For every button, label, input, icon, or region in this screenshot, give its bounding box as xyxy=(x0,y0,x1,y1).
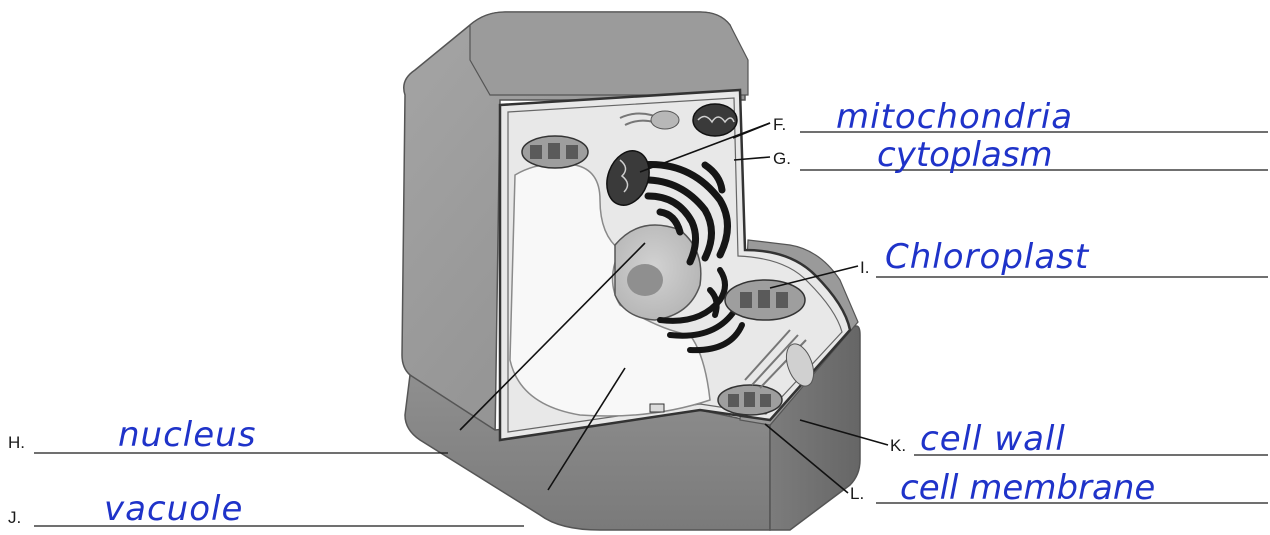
label-F: F. mitochondria xyxy=(773,97,1268,137)
cell-membrane-line xyxy=(507,97,843,433)
leader-J xyxy=(547,367,626,491)
label-J-letter: J. xyxy=(8,508,21,527)
chloroplast-bottom xyxy=(717,384,783,416)
label-H: H. nucleus xyxy=(8,415,448,455)
leader-I xyxy=(769,265,859,289)
leader-F-2 xyxy=(639,122,771,173)
label-G-letter: G. xyxy=(773,149,791,168)
leader-lines xyxy=(459,122,889,494)
label-G-answer: cytoplasm xyxy=(877,135,1053,175)
label-K: K. cell wall xyxy=(890,419,1268,459)
leader-K xyxy=(799,419,889,446)
peroxisome xyxy=(650,110,680,130)
label-I: I. Chloroplast xyxy=(860,237,1268,278)
label-L-answer: cell membrane xyxy=(900,468,1155,508)
label-J: J. vacuole xyxy=(8,489,524,529)
label-K-letter: K. xyxy=(890,436,906,455)
mitochondrion-left xyxy=(606,150,650,206)
label-L-letter: L. xyxy=(850,484,864,503)
label-F-answer: mitochondria xyxy=(836,97,1073,137)
label-G: G. cytoplasm xyxy=(773,135,1268,175)
plasmodesma xyxy=(649,403,665,413)
vesicle xyxy=(785,343,815,387)
label-H-letter: H. xyxy=(8,433,25,452)
label-I-answer: Chloroplast xyxy=(885,237,1090,277)
endoplasmic-reticulum-upper xyxy=(636,160,731,266)
leader-L xyxy=(764,423,849,494)
leader-G xyxy=(733,156,771,161)
label-I-letter: I. xyxy=(860,258,869,277)
cell-body xyxy=(401,11,861,531)
mitochondrion-top xyxy=(692,103,738,137)
label-L: L. cell membrane xyxy=(850,468,1268,508)
nucleolus xyxy=(627,264,663,296)
label-J-answer: vacuole xyxy=(104,489,243,529)
leader-H xyxy=(459,242,646,431)
nucleus xyxy=(614,224,702,321)
label-H-answer: nucleus xyxy=(118,415,256,455)
chloroplast-top-left xyxy=(521,135,589,169)
vacuole xyxy=(509,163,711,417)
label-F-letter: F. xyxy=(773,115,786,134)
cell-wall-top-face xyxy=(469,11,749,96)
chloroplast-right xyxy=(724,279,806,321)
label-K-answer: cell wall xyxy=(920,419,1066,459)
endoplasmic-reticulum-lower xyxy=(657,267,745,354)
